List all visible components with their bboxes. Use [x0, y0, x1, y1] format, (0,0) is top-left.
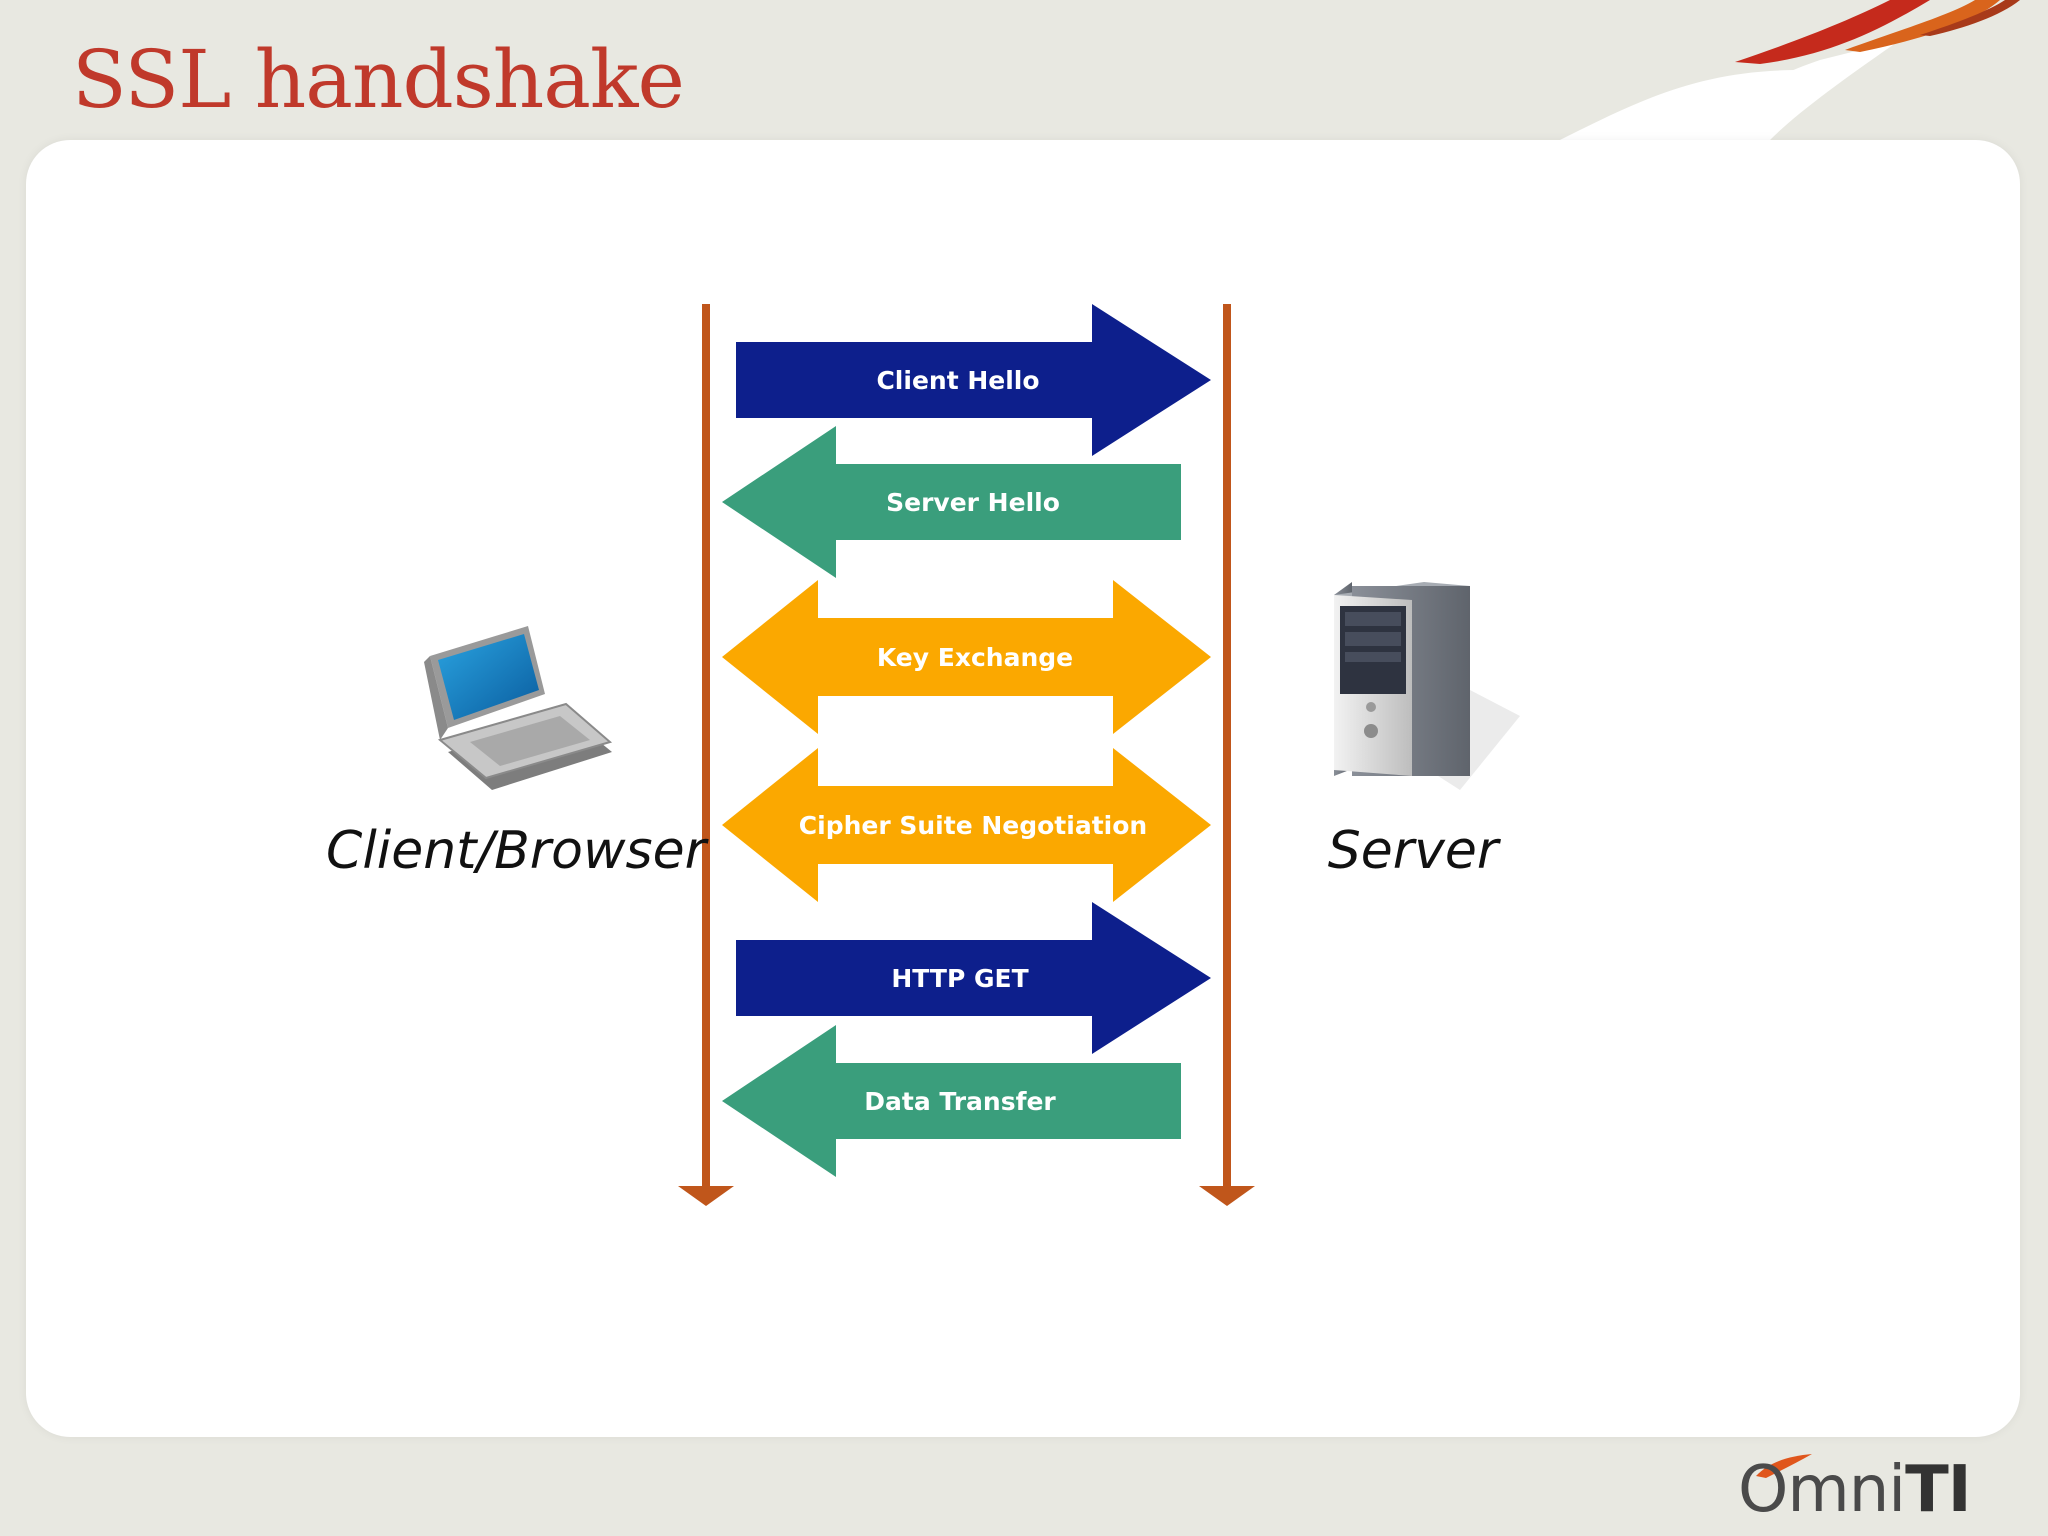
message-label-client-hello: Client Hello	[876, 366, 1039, 395]
server-lifeline	[1199, 304, 1255, 1206]
server-tower-icon	[1334, 582, 1520, 790]
client-lifeline	[678, 304, 734, 1206]
message-arrow-server-hello: Server Hello	[722, 426, 1181, 578]
message-label-key-exchange: Key Exchange	[877, 643, 1073, 672]
slide-title: SSL handshake	[72, 33, 685, 126]
message-label-http-get: HTTP GET	[891, 964, 1028, 993]
message-label-data-transfer: Data Transfer	[864, 1087, 1056, 1116]
server-label: Server	[1328, 821, 1502, 881]
message-arrow-client-hello: Client Hello	[736, 304, 1211, 456]
message-arrow-key-exchange: Key Exchange	[722, 580, 1211, 734]
logo-text-strong: TI	[1905, 1453, 1971, 1527]
decorative-swoosh	[1560, 0, 2020, 140]
omniti-logo: OmniTI	[1738, 1450, 1972, 1530]
laptop-icon	[424, 626, 613, 790]
message-label-server-hello: Server Hello	[886, 488, 1060, 517]
omniti-flame-icon	[1756, 1454, 1812, 1478]
client-browser-label: Client/Browser	[326, 821, 710, 881]
message-arrow-http-get: HTTP GET	[736, 902, 1211, 1054]
message-label-cipher-suite-negotiation: Cipher Suite Negotiation	[799, 811, 1147, 840]
logo-text-main: Omni	[1738, 1453, 1906, 1527]
message-arrow-cipher-suite-negotiation: Cipher Suite Negotiation	[722, 748, 1211, 902]
message-arrow-data-transfer: Data Transfer	[722, 1025, 1181, 1177]
